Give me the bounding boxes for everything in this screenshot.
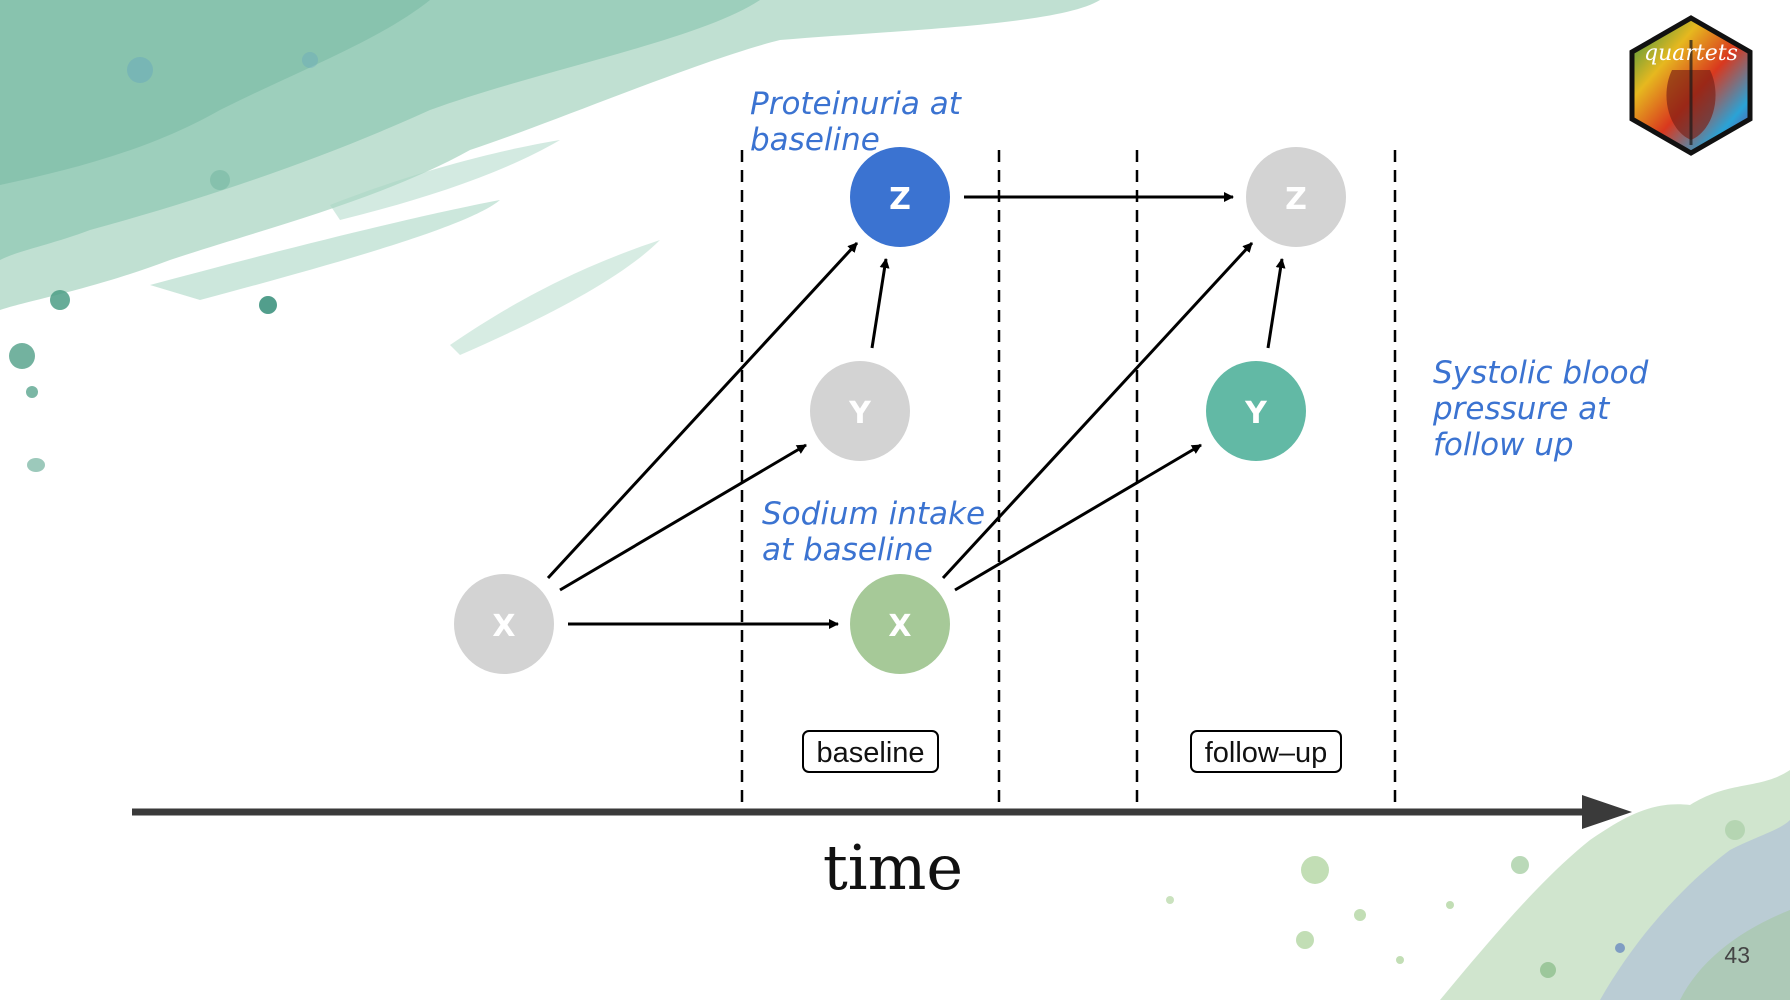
dag-edges (546, 192, 1286, 629)
node-x-baseline-label: X (888, 609, 911, 644)
annotation-proteinuria-line-1: Proteinuria at (750, 86, 963, 122)
quartets-logo: quartets (1629, 15, 1753, 156)
time-axis-arrowhead (1582, 795, 1632, 829)
period-label-followup: follow–up (1190, 730, 1342, 773)
node-x-prior-label: X (492, 609, 515, 644)
time-axis-label: time (823, 831, 963, 904)
annotation-sodium-line-2: at baseline (762, 532, 933, 568)
watercolor-top-left (0, 0, 1100, 472)
node-z-followup: Z (1246, 147, 1346, 247)
annotation-sodium-line-1: Sodium intake (762, 496, 985, 532)
node-z-followup-label: Z (1285, 182, 1307, 217)
annotation-sodium: Sodium intake at baseline (762, 496, 995, 568)
period-label-followup-text: follow–up (1205, 737, 1328, 769)
node-x-baseline: X (850, 574, 950, 674)
watercolor-bottom-right (1166, 770, 1790, 1000)
node-y-baseline-label: Y (848, 396, 872, 431)
period-label-baseline-text: baseline (816, 737, 924, 769)
node-z-baseline: Z (850, 147, 950, 247)
node-y-baseline: Y (810, 361, 910, 461)
node-x-prior: X (454, 574, 554, 674)
annotation-proteinuria-line-2: baseline (750, 122, 880, 158)
node-y-followup: Y (1206, 361, 1306, 461)
edge-xbaseline-zfollowup (941, 241, 1254, 580)
annotation-systolic-line-2: pressure at (1432, 391, 1611, 427)
annotation-systolic: Systolic blood pressure at follow up (1432, 355, 1658, 463)
annotation-systolic-line-3: follow up (1433, 427, 1574, 463)
page-number: 43 (1724, 942, 1750, 968)
annotation-proteinuria: Proteinuria at baseline (750, 86, 971, 158)
edge-xprior-ybaseline (559, 443, 807, 592)
period-dividers (740, 150, 1397, 808)
node-y-followup-label: Y (1244, 396, 1268, 431)
edge-yfollowup-zfollowup (1266, 258, 1286, 349)
node-z-baseline-label: Z (889, 182, 911, 217)
time-axis: time (132, 795, 1632, 904)
logo-text: quartets (1644, 41, 1738, 66)
edge-ybaseline-zbaseline (870, 258, 890, 349)
annotation-systolic-line-1: Systolic blood (1433, 355, 1649, 391)
edge-xbaseline-yfollowup (954, 443, 1202, 592)
period-label-baseline: baseline (802, 730, 939, 773)
edge-xprior-zbaseline (546, 241, 859, 580)
